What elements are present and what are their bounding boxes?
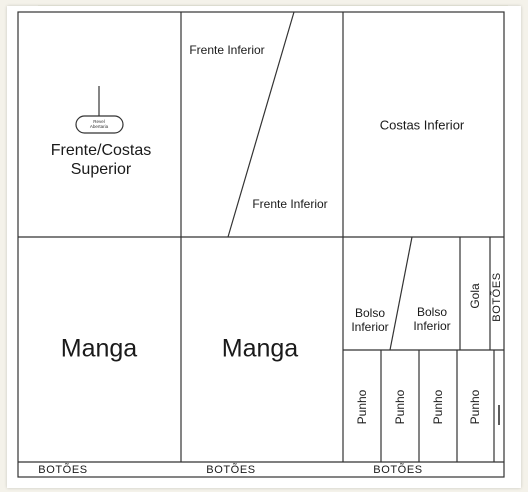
frente-costas-superior-label: Frente/Costas Superior bbox=[50, 142, 152, 178]
costas-inferior-label: Costas Inferior bbox=[379, 117, 465, 133]
manga-left-label: Manga bbox=[60, 334, 138, 363]
pattern-sheet bbox=[7, 6, 521, 488]
bolso-inferior-label-1: Bolso Inferior bbox=[351, 306, 389, 334]
punho-label-4: Punho bbox=[468, 389, 482, 425]
bolso-diagonal bbox=[389, 236, 413, 351]
outer-frame bbox=[17, 11, 505, 478]
frente-inferior-label-bottom: Frente Inferior bbox=[252, 197, 328, 211]
gola-label: Gola bbox=[468, 283, 482, 309]
revel-oval bbox=[75, 115, 124, 134]
botoes-bottom-label-1: BOTÕES bbox=[38, 464, 88, 476]
bolso-inferior-label-2: Bolso Inferior bbox=[413, 305, 451, 333]
frente-diagonal bbox=[227, 11, 295, 238]
manga-right-label: Manga bbox=[221, 334, 299, 363]
punho-label-1: Punho bbox=[355, 389, 369, 425]
revel-label: Revel Abertaria bbox=[89, 119, 109, 129]
frente-inferior-label-top: Frente Inferior bbox=[189, 43, 265, 57]
botoes-bottom-label-2: BOTÕES bbox=[206, 464, 256, 476]
sheet-top-edge bbox=[38, 5, 508, 6]
botoes-bottom-label-3: BOTÕES bbox=[373, 464, 423, 476]
punho-label-2: Punho bbox=[393, 389, 407, 425]
punho-label-3: Punho bbox=[431, 389, 445, 425]
botoes-vertical-label: BOTÕES bbox=[491, 272, 503, 322]
